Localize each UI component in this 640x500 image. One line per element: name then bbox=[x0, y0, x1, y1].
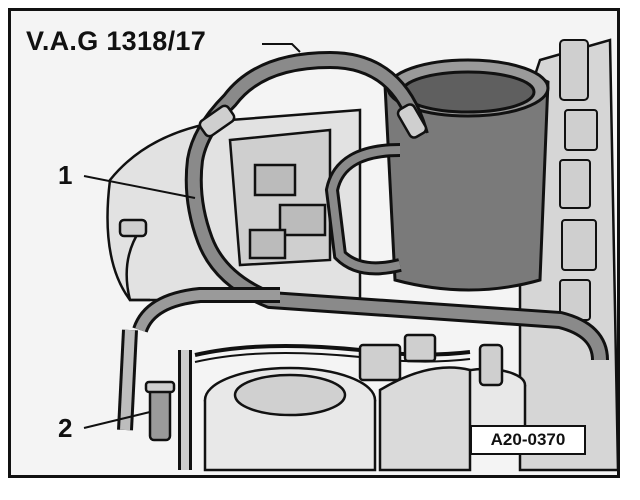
hose-fittings bbox=[118, 103, 504, 387]
callout-2: 2 bbox=[58, 413, 73, 443]
measuring-cup bbox=[324, 58, 550, 292]
bleed-nipple-2 bbox=[144, 350, 192, 470]
right-connectors bbox=[559, 39, 598, 321]
leader-lines bbox=[83, 43, 301, 429]
reservoir-caps bbox=[203, 366, 527, 472]
tool-label: V.A.G 1318/17 bbox=[26, 26, 207, 56]
reference-number: A20-0370 bbox=[470, 425, 586, 455]
callout-1: 1 bbox=[58, 160, 73, 190]
hose-1 bbox=[117, 50, 609, 431]
